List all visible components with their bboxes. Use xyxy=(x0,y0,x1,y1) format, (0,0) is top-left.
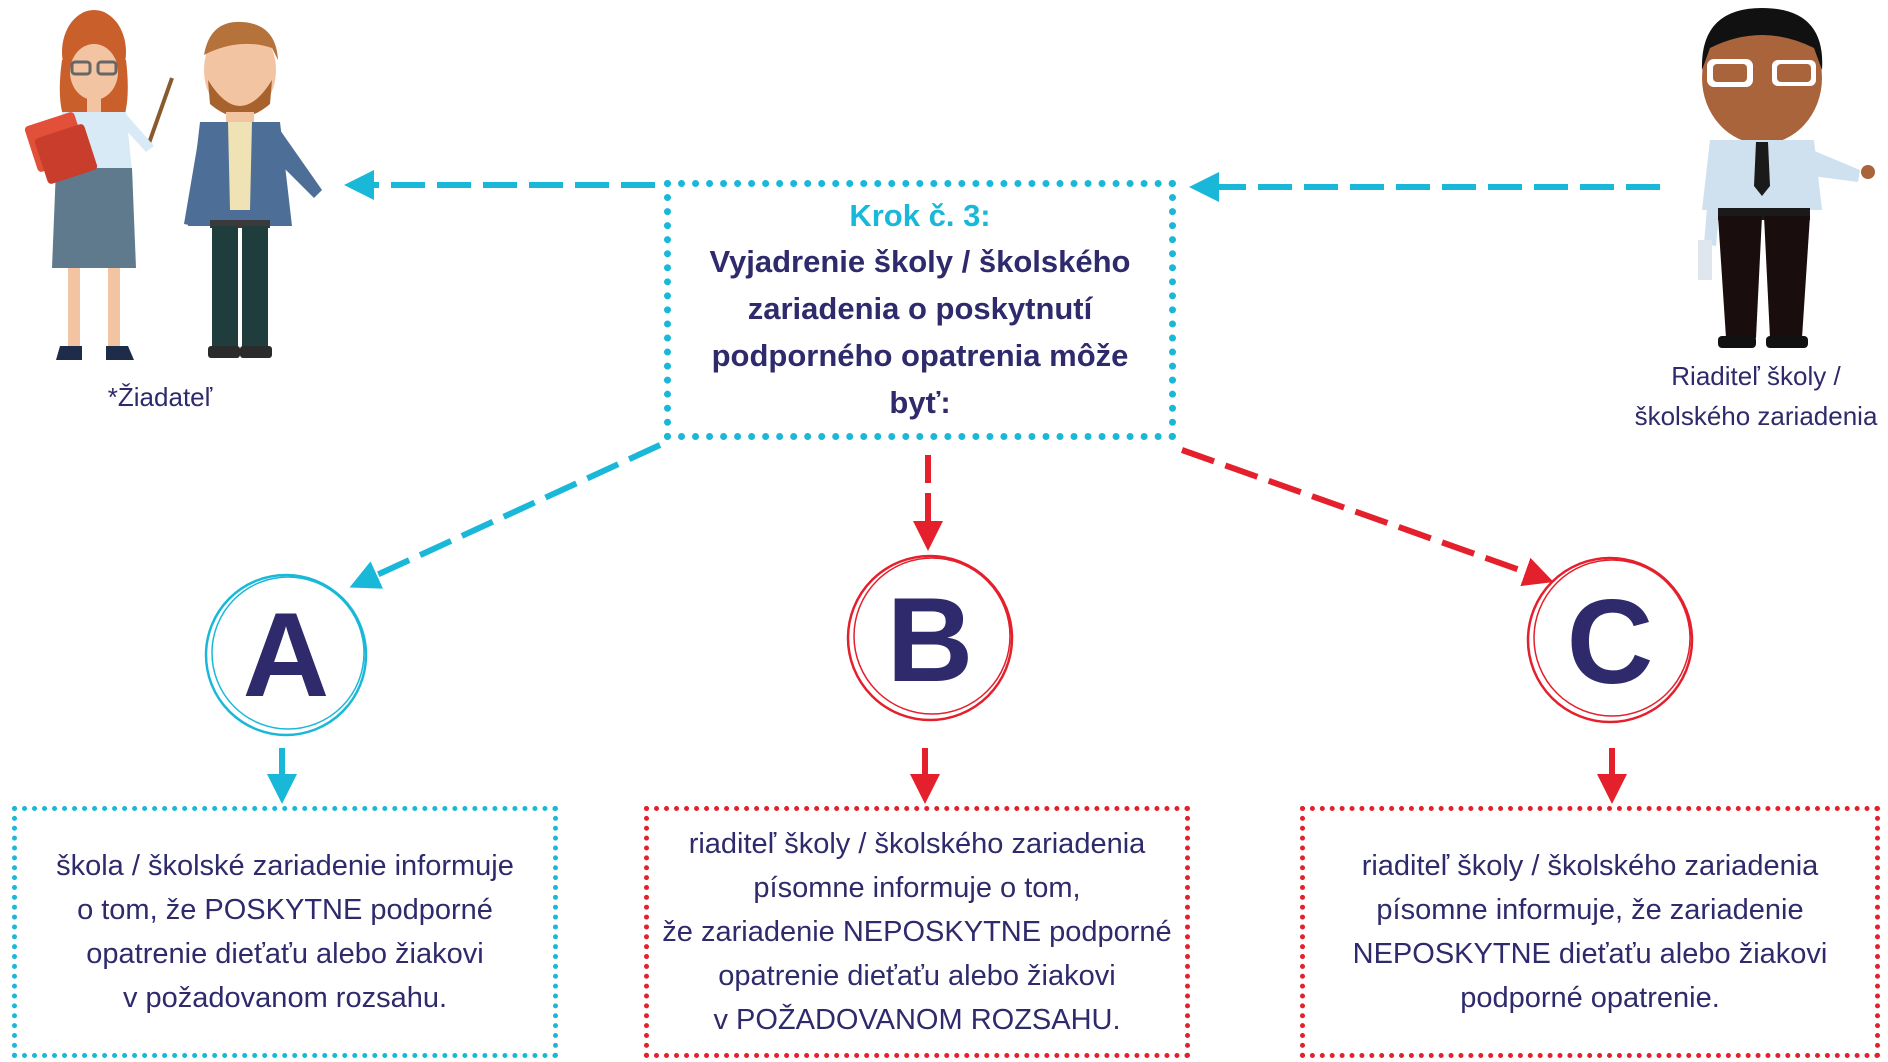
step-description: Vyjadrenie školy / školského zariadenia … xyxy=(709,244,1131,420)
option-a-line: v požadovanom rozsahu. xyxy=(122,982,448,1014)
man-illustration xyxy=(184,21,322,358)
option-b-line: písomne informuje o tom, xyxy=(753,872,1081,904)
option-b-line: opatrenie dieťaťu alebo žiakovi xyxy=(718,960,1116,992)
option-b-letter: B xyxy=(886,573,974,707)
option-b-line: riaditeľ školy / školského zariadenia xyxy=(688,828,1146,860)
option-c-line: riaditeľ školy / školského zariadenia xyxy=(1361,850,1819,882)
arrow-to-c xyxy=(1180,447,1554,587)
woman-illustration xyxy=(24,10,174,360)
arrow-to-a xyxy=(349,442,662,589)
circle-a xyxy=(204,573,368,737)
option-a-line: opatrenie dieťaťu alebo žiakovi xyxy=(86,938,484,970)
step-box: Krok č. 3: Vyjadrenie školy / školského … xyxy=(664,180,1176,440)
director-label: Riaditeľ školy / školského zariadenia xyxy=(1624,356,1888,436)
option-a-line: o tom, že POSKYTNE podporné xyxy=(77,894,493,926)
option-b-line: v POŽADOVANOM ROZSAHU. xyxy=(713,1004,1121,1036)
option-b-box: riaditeľ školy / školského zariadenia pí… xyxy=(644,806,1190,1058)
option-a-line: škola / školské zariadenie informuje xyxy=(56,850,514,882)
director-label-line2: školského zariadenia xyxy=(1634,401,1878,431)
director-illustration xyxy=(1698,8,1875,348)
option-a-letter: A xyxy=(242,588,330,722)
option-b-line: že zariadenie NEPOSKYTNE podporné xyxy=(662,916,1172,948)
option-c-letter: C xyxy=(1566,575,1654,709)
option-c-box: riaditeľ školy / školského zariadenia pí… xyxy=(1300,806,1880,1058)
step-label: Krok č. 3: xyxy=(849,198,991,233)
option-c-line: NEPOSKYTNE dieťaťu alebo žiakovi xyxy=(1352,938,1828,970)
circle-c xyxy=(1526,556,1694,724)
director-label-line1: Riaditeľ školy / xyxy=(1671,361,1841,391)
option-c-line: podporné opatrenie. xyxy=(1460,982,1720,1014)
circle-b xyxy=(846,554,1014,722)
option-a-box: škola / školské zariadenie informuje o t… xyxy=(12,806,558,1058)
applicant-label: *Žiadateľ xyxy=(107,382,213,412)
option-c-line: písomne informuje, že zariadenie xyxy=(1376,894,1804,926)
